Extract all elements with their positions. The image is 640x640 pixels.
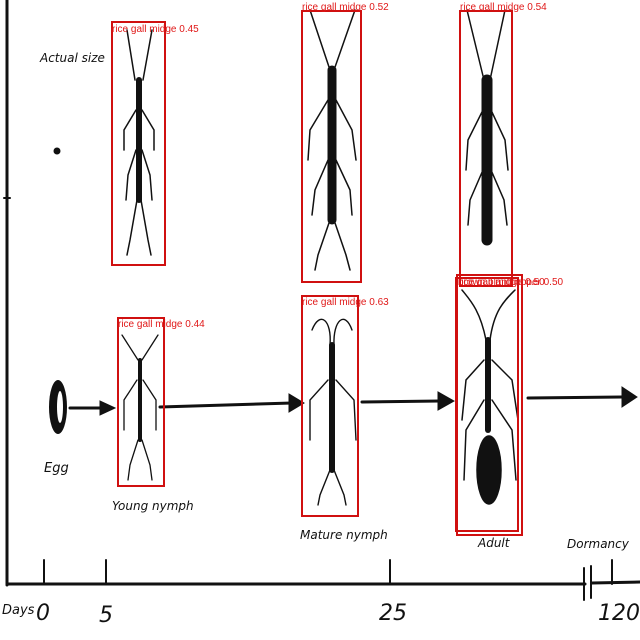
detection-label: rice gall midge 0.52: [302, 2, 389, 13]
detection-label: rice gall midge 0.45: [112, 24, 199, 35]
detection-label: rice gall midge 0.54: [460, 2, 547, 13]
axis-tick-label-0: 0: [36, 601, 50, 626]
arrow-adult-to-dormancy: [526, 386, 638, 408]
stage-label-mature-nymph: Mature nymph: [300, 528, 388, 542]
detection-box: [111, 21, 166, 266]
actual-size-label: Actual size: [39, 51, 105, 65]
detection-box: [459, 10, 513, 287]
insect-drawing-top-middle: [307, 9, 357, 271]
detection-label: brown planthopper 0.50: [458, 277, 564, 288]
axis-unit-label: Days: [2, 603, 35, 618]
insect-drawing-mature-nymph: [309, 318, 357, 506]
insect-drawing-young-nymph: [121, 334, 159, 481]
insect-drawing-top-right: [465, 9, 509, 246]
detection-label: rice gall midge 0.44: [118, 319, 205, 330]
detection-box: [301, 295, 359, 517]
arrow-egg-to-young-nymph: [68, 400, 117, 416]
egg-drawing: [49, 380, 67, 434]
detection-box: [301, 10, 362, 283]
arrow-mature-nymph-to-adult: [360, 391, 456, 411]
axis-tick-label-25: 25: [379, 601, 407, 626]
stage-label-adult: Adult: [477, 536, 511, 550]
insect-drawing-adult: [461, 289, 519, 505]
axis-tick-label-120: 120: [598, 601, 640, 626]
stage-label-dormancy: Dormancy: [567, 537, 630, 551]
time-axis-line-after-break: [590, 580, 640, 585]
detection-box: [117, 317, 165, 487]
detection-label: rice gall midge 0.50: [458, 277, 545, 288]
stage-label-egg: Egg: [44, 461, 69, 476]
actual-size-dot: [53, 147, 61, 155]
arrow-young-to-mature-nymph: [158, 393, 305, 413]
axis-tick-label-5: 5: [99, 603, 113, 628]
detection-box: [455, 277, 519, 532]
insect-drawing-top-left: [123, 29, 155, 256]
stage-label-young-nymph: Young nymph: [112, 499, 194, 513]
detection-label: rice gall midge 0.63: [302, 297, 389, 308]
